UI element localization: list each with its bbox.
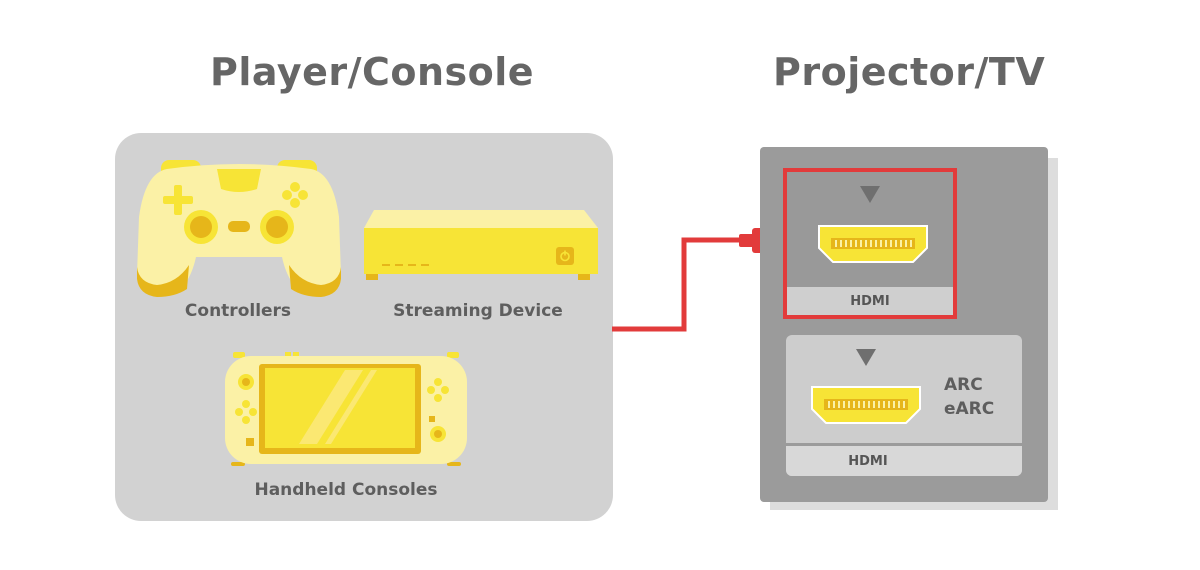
- streaming-box-icon: [360, 210, 602, 284]
- streaming-device-label: Streaming Device: [393, 301, 563, 321]
- handheld-console-icon: [225, 352, 467, 466]
- down-arrow-icon: [856, 349, 876, 366]
- projector-tv-heading: Projector/TV: [773, 50, 1046, 94]
- hdmi-arc-port: ARC eARC HDMI: [786, 335, 1022, 476]
- hdmi-port-icon: [817, 224, 929, 268]
- hdmi-arc-port-footer: HDMI: [786, 443, 1022, 476]
- controllers-label: Controllers: [184, 301, 292, 321]
- hdmi-port: HDMI: [783, 168, 957, 319]
- down-arrow-icon: [860, 186, 880, 203]
- hdmi-port-icon: [810, 385, 922, 429]
- hdmi-arc-port-label: HDMI: [848, 454, 888, 469]
- hdmi-port-label: HDMI: [850, 294, 890, 309]
- player-console-heading: Player/Console: [210, 50, 535, 94]
- hdmi-port-footer: HDMI: [787, 287, 953, 315]
- arc-label: ARC: [944, 375, 983, 395]
- earc-label: eARC: [944, 399, 995, 419]
- handheld-consoles-label: Handheld Consoles: [254, 480, 438, 500]
- gamepad-icon: [137, 157, 341, 299]
